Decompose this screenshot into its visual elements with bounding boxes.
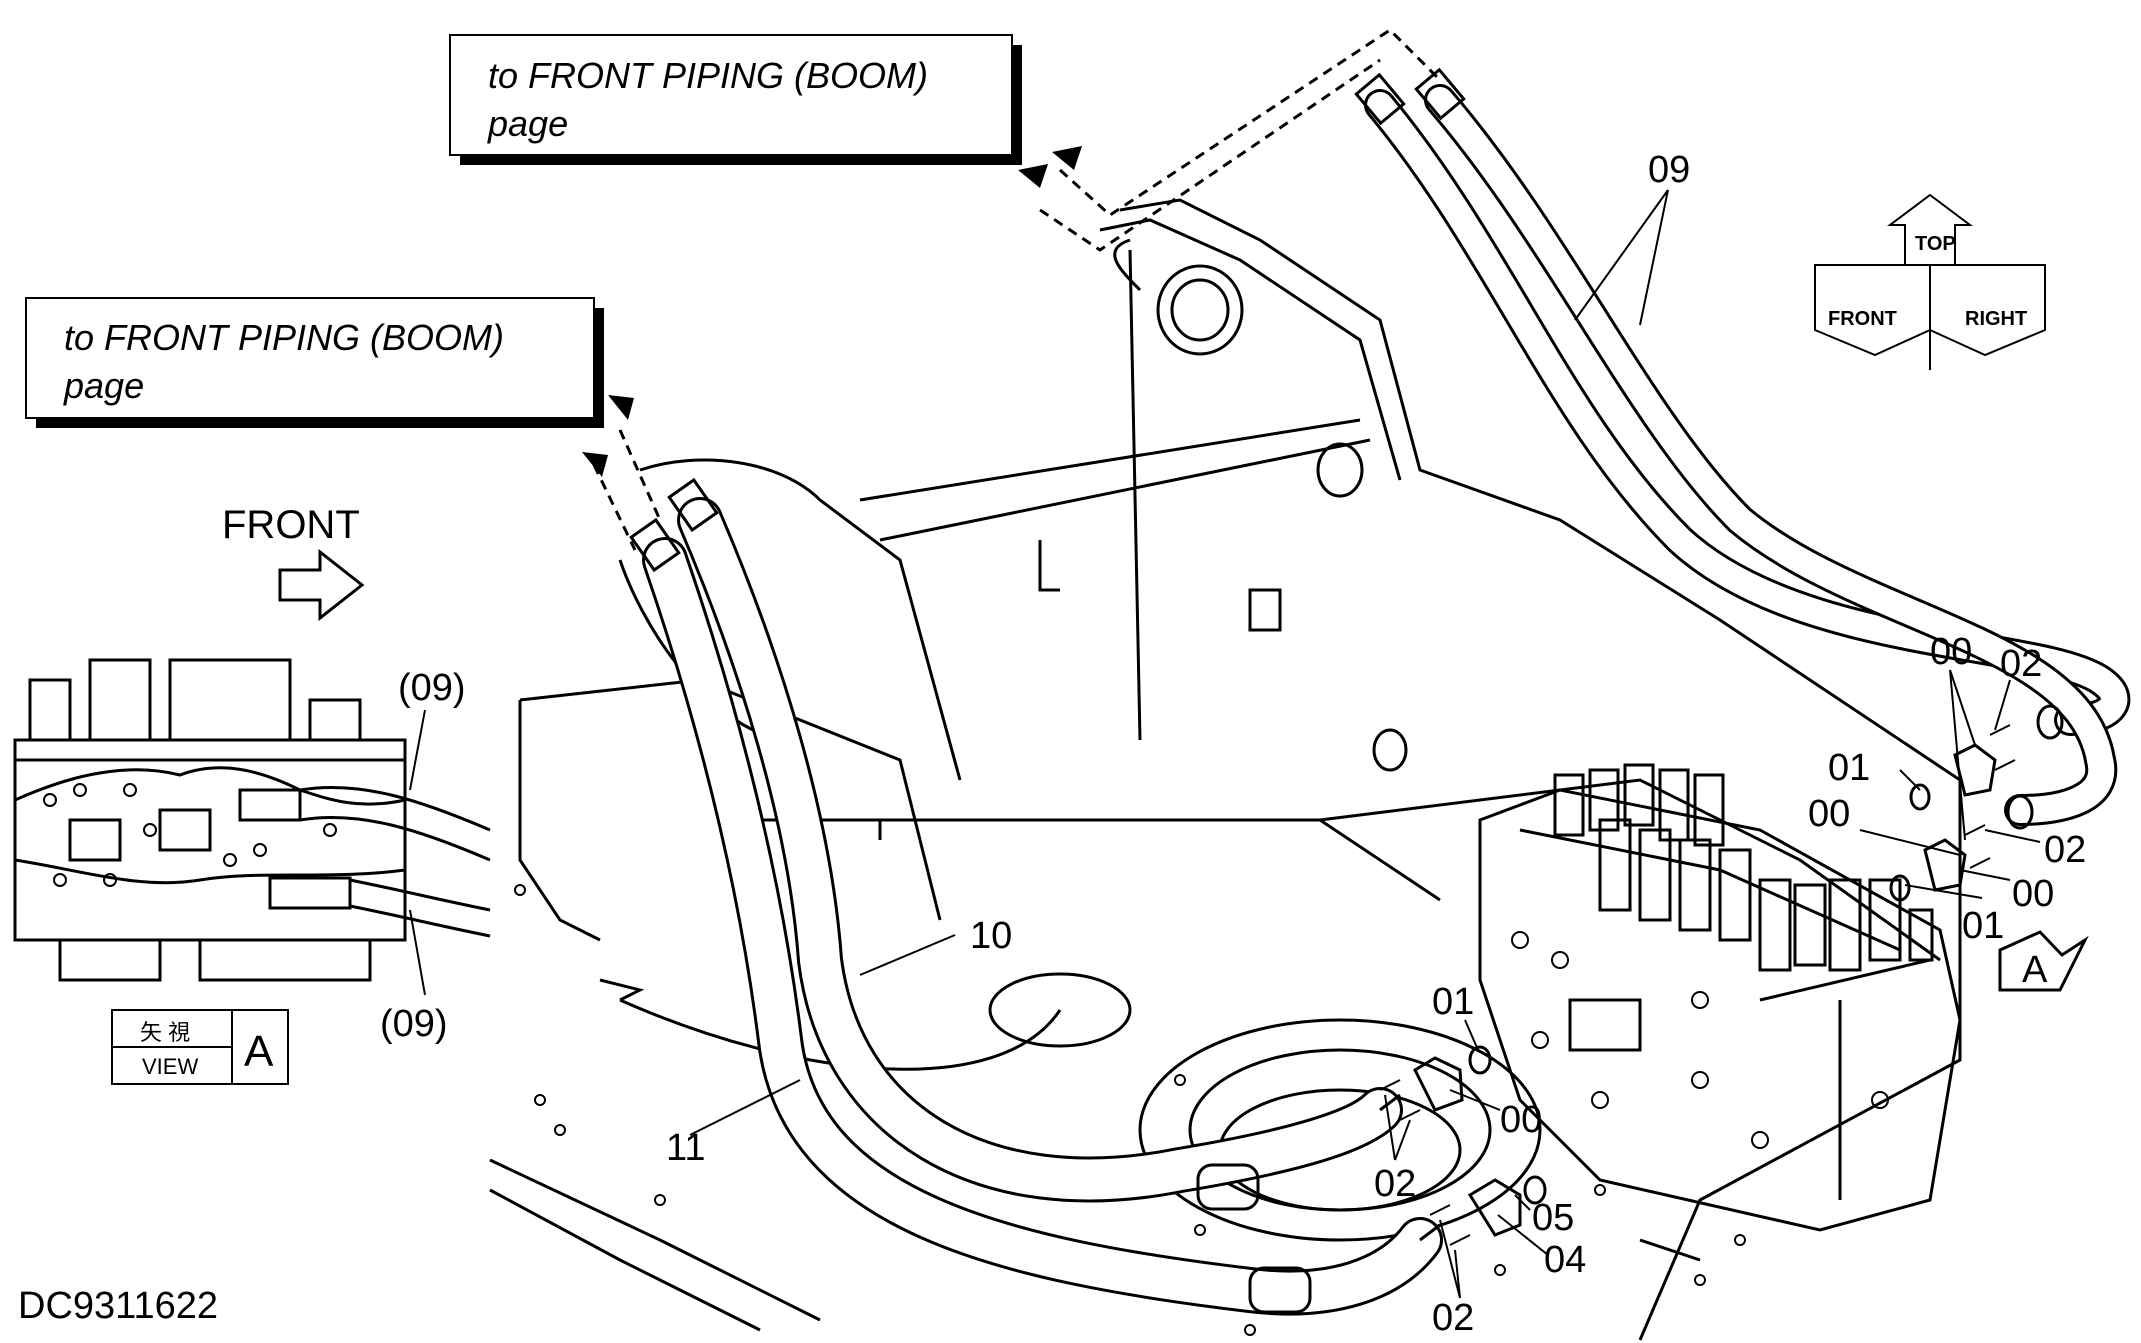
fittings-left-bottom — [1379, 1045, 1547, 1246]
callout-09-inset-bottom: (09) — [380, 1003, 448, 1045]
callout-02-c: 02 — [1374, 1163, 1416, 1205]
callout-02-b: 02 — [2044, 829, 2086, 871]
view-a-arrow-letter: A — [2022, 949, 2048, 991]
orientation-front: FRONT — [1828, 308, 1897, 330]
front-arrow-icon — [278, 548, 365, 622]
orientation-right: RIGHT — [1965, 308, 2027, 330]
leader-09-inset-top — [409, 709, 426, 791]
callout-01-b: 01 — [1962, 905, 2004, 947]
callout-02-d: 02 — [1432, 1297, 1474, 1339]
reference-text-top-line1: to FRONT PIPING (BOOM) — [488, 55, 928, 96]
callout-09-inset-top: (09) — [398, 667, 466, 709]
view-letter: A — [244, 1027, 274, 1076]
reference-route-left — [582, 395, 662, 551]
callout-01-a: 01 — [1828, 747, 1870, 789]
orientation-top: TOP — [1915, 233, 1956, 255]
reference-box-left[interactable]: to FRONT PIPING (BOOM) page — [25, 297, 604, 428]
view-kanji: 矢 視 — [140, 1020, 190, 1045]
reference-text-left-line1: to FRONT PIPING (BOOM) — [64, 317, 504, 358]
reference-route-top — [1018, 28, 1442, 252]
callout-00-d: 00 — [1500, 1099, 1542, 1141]
view-a-label-box: 矢 視 VIEW A — [111, 1009, 289, 1085]
callout-01-c: 01 — [1432, 981, 1474, 1023]
callout-00-a: 00 — [1930, 631, 1972, 673]
leader-09-inset-bottom — [409, 909, 426, 996]
callout-05: 05 — [1532, 1197, 1574, 1239]
fittings-right — [1889, 724, 2016, 902]
leader-lines — [689, 189, 2041, 1299]
orientation-indicator-icon: FRONT TOP RIGHT — [1814, 193, 2046, 370]
callout-10: 10 — [970, 915, 1012, 957]
callout-09: 09 — [1648, 149, 1690, 191]
hose-09 — [1354, 67, 2131, 830]
view-text: VIEW — [142, 1054, 198, 1079]
inset-view-a — [13, 658, 491, 982]
hose-fittings-left — [629, 477, 1441, 1314]
callout-02-a: 02 — [2000, 643, 2042, 685]
reference-text-top-line2: page — [487, 103, 568, 144]
callout-04: 04 — [1544, 1239, 1586, 1281]
hose-11 — [642, 537, 1443, 1316]
document-id: DC9311622 — [18, 1285, 218, 1327]
reference-text-left-line2: page — [63, 365, 144, 406]
reference-box-top[interactable]: to FRONT PIPING (BOOM) page — [449, 34, 1022, 165]
control-valve — [1478, 763, 1962, 1232]
front-label: FRONT — [222, 503, 360, 547]
view-a-arrow-icon: A — [1998, 930, 2089, 992]
callout-00-c: 00 — [2012, 873, 2054, 915]
hose-10 — [677, 497, 1403, 1203]
callout-11: 11 — [666, 1127, 705, 1169]
callout-00-b: 00 — [1808, 793, 1850, 835]
